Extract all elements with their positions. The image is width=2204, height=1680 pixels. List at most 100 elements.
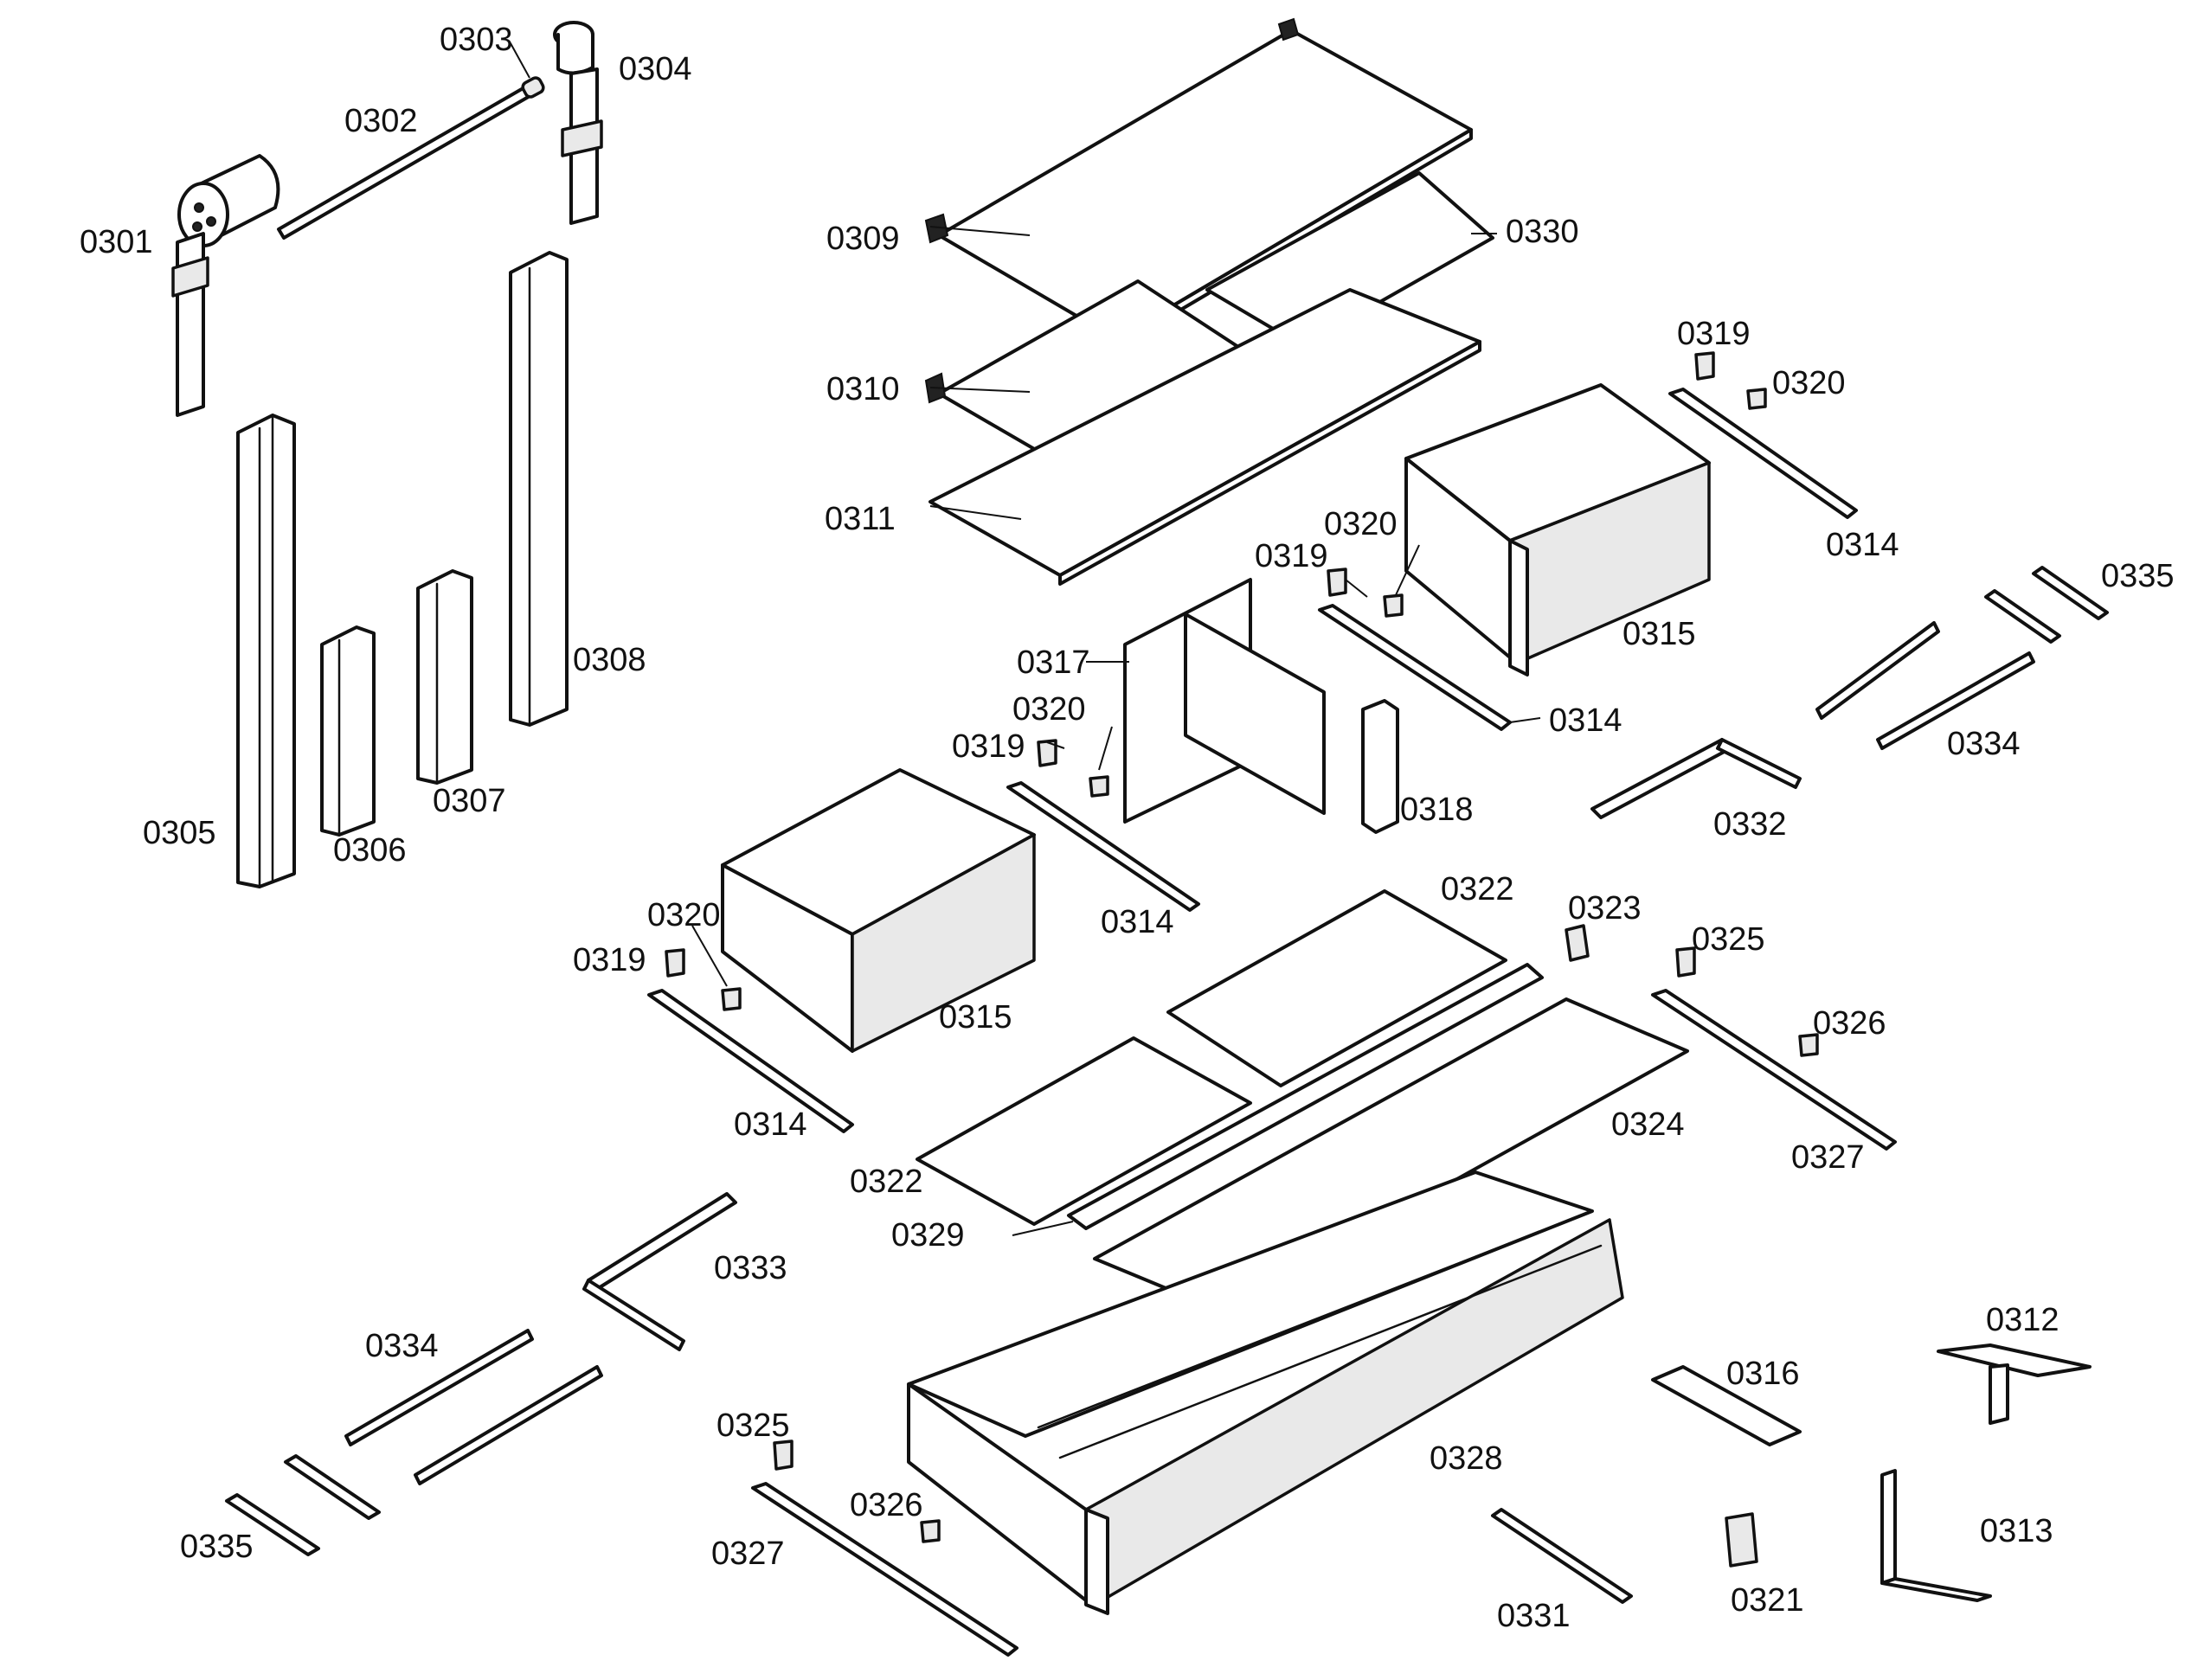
bushing-0303: [521, 76, 545, 99]
label-0322-b: 0322: [850, 1164, 923, 1200]
label-0317: 0317: [1017, 644, 1090, 681]
label-0323: 0323: [1568, 890, 1642, 927]
label-0306: 0306: [333, 832, 407, 869]
clip-0325-right: [1675, 946, 1696, 978]
slide-0327-left: [751, 1482, 1018, 1657]
shelf-0311: [929, 288, 1481, 586]
label-0335-b: 0335: [180, 1529, 254, 1565]
label-0328: 0328: [1430, 1440, 1503, 1477]
label-0334-a: 0334: [1947, 726, 2021, 762]
hinge-bracket-0304: [553, 21, 603, 225]
label-0321: 0321: [1731, 1582, 1804, 1619]
rail-0307: [416, 569, 473, 785]
label-0315-a: 0315: [1622, 616, 1696, 652]
label-0312: 0312: [1986, 1302, 2059, 1338]
end-0335-right-a: [1984, 589, 2061, 644]
label-0319-b: 0319: [1255, 538, 1328, 574]
glass-0322-upper: [1166, 889, 1507, 1087]
label-0319-c: 0319: [952, 728, 1025, 765]
label-0310: 0310: [826, 371, 900, 407]
plate-0316: [1651, 1365, 1802, 1446]
label-0333: 0333: [714, 1250, 787, 1286]
crisper-drawer-0328: [907, 1170, 1624, 1615]
glass-0322-lower: [916, 1036, 1252, 1226]
slide-0314-left-upper: [1006, 781, 1200, 912]
clip-0326-left: [920, 1519, 941, 1543]
label-0314-b: 0314: [1549, 702, 1622, 739]
drawer-0315-right: [1404, 383, 1711, 676]
trim-0334-left-lower: [414, 1365, 603, 1485]
label-0327-b: 0327: [711, 1536, 785, 1572]
label-0319-d: 0319: [573, 942, 646, 978]
frame-0329: [1067, 963, 1544, 1230]
label-0320-b: 0320: [1324, 506, 1398, 542]
bracket-0312: [1937, 1343, 2092, 1425]
label-0315-b: 0315: [939, 999, 1012, 1036]
clip-0319-left-lower: [665, 948, 685, 978]
label-0332: 0332: [1713, 806, 1787, 843]
rod-0331: [1491, 1508, 1633, 1604]
slide-0314-right: [1668, 388, 1858, 519]
end-cap-0318: [1361, 699, 1399, 834]
latch-0321: [1725, 1512, 1758, 1568]
label-0320-a: 0320: [1772, 365, 1846, 401]
shelf-0330: [1205, 171, 1494, 348]
label-0320-c: 0320: [1012, 691, 1086, 728]
label-0301: 0301: [80, 224, 153, 260]
clip-0319-left-upper: [1037, 739, 1057, 767]
label-0325-a: 0325: [1692, 921, 1765, 958]
label-0307: 0307: [433, 783, 506, 819]
clip-0320-center: [1383, 593, 1404, 618]
trim-0334-left-upper: [344, 1329, 534, 1446]
label-0325-b: 0325: [716, 1407, 790, 1444]
corner-trim-0332: [1590, 738, 1802, 819]
part-labels: 0301 0302 0303 0304 0305 0306 0307 0308 …: [80, 22, 2175, 1634]
clip-0326-right: [1798, 1033, 1819, 1057]
label-0314-c: 0314: [1101, 904, 1174, 940]
label-0330: 0330: [1506, 214, 1579, 250]
slide-0314-left-lower: [647, 989, 854, 1133]
leader-lines: [510, 42, 1541, 1236]
label-0335-a: 0335: [2101, 558, 2175, 594]
corner-trim-0333: [582, 1192, 737, 1351]
label-0303: 0303: [440, 22, 513, 58]
bracket-0313: [1880, 1469, 1992, 1602]
hinge-cylinder-0301: [171, 154, 280, 417]
label-0309: 0309: [826, 221, 900, 257]
clip-0320-left-upper: [1089, 775, 1109, 798]
label-0334-b: 0334: [365, 1328, 439, 1364]
label-0329: 0329: [891, 1217, 965, 1254]
label-0304: 0304: [619, 51, 692, 87]
label-0311: 0311: [825, 501, 896, 537]
label-0319-a: 0319: [1677, 316, 1751, 352]
rail-0308: [509, 251, 569, 727]
divider-0317: [1123, 578, 1326, 824]
bracket-0323: [1565, 924, 1590, 962]
label-0320-d: 0320: [647, 897, 721, 933]
label-0326-a: 0326: [1813, 1005, 1886, 1042]
label-0308: 0308: [573, 642, 646, 678]
slide-0327-right: [1651, 989, 1897, 1151]
label-0305: 0305: [143, 815, 216, 851]
label-0302: 0302: [344, 103, 418, 139]
clip-0325-left: [773, 1440, 794, 1471]
label-0322-a: 0322: [1441, 871, 1514, 907]
drawer-0315-left: [721, 768, 1036, 1053]
label-0331: 0331: [1497, 1598, 1571, 1634]
trim-0334-right-upper: [1815, 621, 1940, 720]
clip-0319-right: [1694, 351, 1715, 381]
trim-0334-right-lower: [1876, 651, 2035, 750]
label-0326-b: 0326: [850, 1487, 923, 1523]
rail-0305: [236, 414, 296, 888]
label-0314-a: 0314: [1826, 527, 1899, 563]
rail-0306: [320, 625, 376, 837]
label-0324: 0324: [1611, 1106, 1685, 1143]
clip-0319-center: [1327, 567, 1347, 597]
label-0314-d: 0314: [734, 1106, 807, 1143]
label-0318: 0318: [1400, 792, 1474, 828]
label-0316: 0316: [1726, 1356, 1800, 1392]
clip-0320-left-lower: [721, 987, 742, 1011]
end-0335-right-b: [2032, 566, 2109, 620]
clip-0320-right: [1746, 388, 1767, 410]
